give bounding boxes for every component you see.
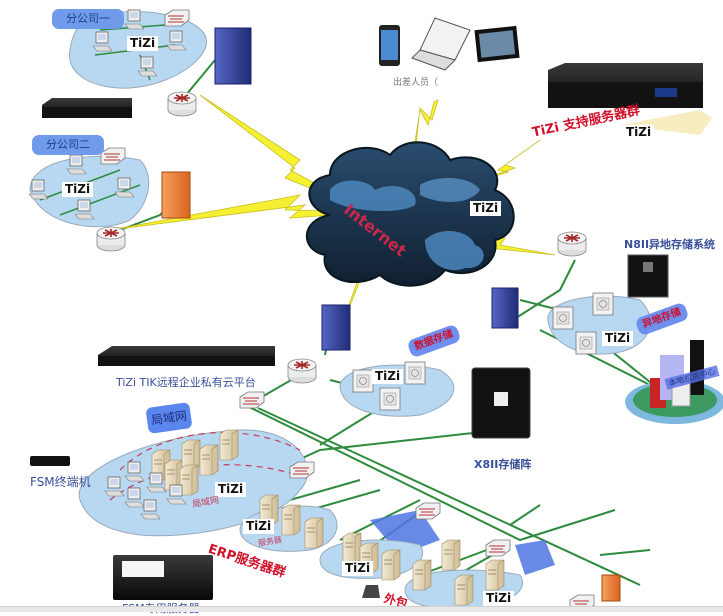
router-icon	[557, 231, 587, 257]
switch-icon	[239, 391, 265, 409]
firewall-blue	[321, 304, 351, 351]
bottom-border	[0, 606, 723, 612]
tik-rack-server	[98, 346, 275, 366]
erp-server-cluster	[239, 461, 338, 552]
offsite-storage-cluster	[547, 292, 651, 355]
mobile-users-label: 出差人员（	[393, 78, 439, 88]
branch1-label: 分公司一	[52, 9, 124, 29]
n8-label: N8II异地存储系统	[624, 238, 716, 251]
tizi-logo: TiZi	[342, 561, 374, 576]
tizi-logo: TiZi	[127, 36, 159, 51]
tizi-logo: TiZi	[215, 482, 247, 497]
router-icon	[287, 358, 317, 384]
rack-server-1u	[42, 98, 132, 118]
lan-cluster	[78, 429, 311, 537]
tizi-logo: TiZi	[623, 125, 655, 140]
x8-storage-array	[471, 367, 531, 439]
branch-office-2	[28, 147, 191, 252]
fsm-terminal-device	[30, 456, 70, 466]
firewall-orange	[601, 574, 621, 602]
internet-cloud	[305, 141, 515, 287]
tizi-logo: TiZi	[372, 369, 404, 384]
firewall-blue	[491, 287, 519, 329]
x8-label: X8II存储阵	[474, 458, 532, 471]
n8-storage-box	[627, 254, 669, 298]
firewall-orange	[161, 171, 191, 219]
firewall-blue	[214, 27, 252, 85]
data-storage-cluster	[339, 361, 455, 417]
fsm-server	[113, 555, 213, 600]
fsm-terminal-label: FSM终端机	[30, 475, 91, 489]
storage-drive-icon	[362, 585, 380, 598]
tizi-logo: TiZi	[470, 201, 502, 216]
mobile-devices	[379, 17, 520, 71]
tizi-logo: TiZi	[602, 331, 634, 346]
tizi-logo: TiZi	[62, 182, 94, 197]
support-server-rack	[548, 63, 712, 135]
tizi-logo: TiZi	[243, 519, 275, 534]
tizi-logo: TiZi	[483, 591, 515, 606]
tik-platform-label: TiZi TIK远程企业私有云平台	[116, 376, 256, 389]
branch2-label: 分公司二	[32, 135, 104, 155]
datacenter-city	[625, 340, 723, 424]
